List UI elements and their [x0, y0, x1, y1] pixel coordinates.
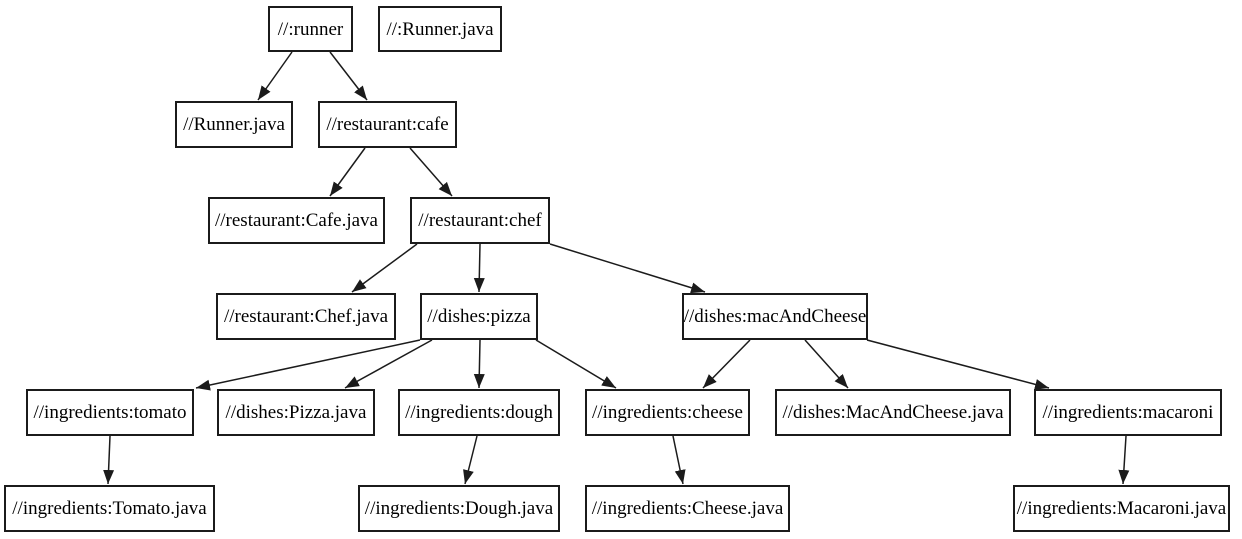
- edge-chef-to-mac-and-cheese: [549, 243, 706, 294]
- node-label: //:runner: [277, 18, 344, 40]
- edge-mac-and-cheese-to-macaroni: [866, 339, 1050, 390]
- edge-dough-to-dough-java: [463, 435, 478, 485]
- node-label: //dishes:macAndCheese: [683, 306, 867, 327]
- node-label: //ingredients:macaroni: [1042, 402, 1214, 423]
- node-tomato-java: //ingredients:Tomato.java: [4, 485, 215, 532]
- node-label: //restaurant:chef: [418, 210, 542, 231]
- node-mac-and-cheese: //dishes:macAndCheese: [682, 293, 868, 340]
- node-tomato: //ingredients:tomato: [26, 389, 194, 436]
- edge-chef-to-pizza: [473, 243, 485, 293]
- node-label: //dishes:MacAndCheese.java: [782, 402, 1004, 423]
- node-macaroni-java: //ingredients:Macaroni.java: [1013, 485, 1230, 532]
- node-label: //ingredients:cheese: [592, 402, 743, 423]
- node-label: //ingredients:Macaroni.java: [1016, 498, 1227, 519]
- node-label: //ingredients:Dough.java: [364, 498, 554, 519]
- edge-runner-to-cafe: [329, 51, 368, 101]
- edge-macaroni-to-macaroni-java: [1118, 435, 1130, 485]
- edge-mac-and-cheese-to-cheese: [702, 339, 751, 389]
- node-cheese-java: //ingredients:Cheese.java: [585, 485, 790, 532]
- node-dough-java: //ingredients:Dough.java: [358, 485, 560, 532]
- node-runner: //:runner: [268, 6, 353, 52]
- node-pizza-java: //dishes:Pizza.java: [217, 389, 375, 436]
- node-label: //ingredients:Tomato.java: [12, 498, 207, 519]
- node-mac-and-cheese-java: //dishes:MacAndCheese.java: [775, 389, 1011, 436]
- node-label: //restaurant:Cafe.java: [214, 210, 378, 231]
- node-label: //ingredients:Cheese.java: [591, 498, 784, 519]
- node-runner-java: //Runner.java: [175, 101, 293, 148]
- node-label: //:Runner.java: [386, 18, 494, 40]
- node-pizza: //dishes:pizza: [420, 293, 538, 340]
- edge-mac-and-cheese-to-mac-and-cheese-java: [804, 339, 849, 389]
- node-label: //dishes:Pizza.java: [225, 402, 367, 423]
- node-cheese: //ingredients:cheese: [585, 389, 750, 436]
- node-chef-java: //restaurant:Chef.java: [216, 293, 396, 340]
- edge-cafe-to-cafe-java: [329, 147, 366, 197]
- edge-chef-to-chef-java: [351, 243, 418, 293]
- node-label: //restaurant:Chef.java: [223, 306, 389, 327]
- edge-pizza-to-tomato: [195, 339, 421, 391]
- node-dough: //ingredients:dough: [398, 389, 560, 436]
- edge-pizza-to-dough: [473, 339, 485, 389]
- edge-runner-to-runner-java: [257, 51, 293, 101]
- edge-cafe-to-chef: [409, 147, 453, 197]
- node-cafe: //restaurant:cafe: [318, 101, 457, 148]
- node-label: //Runner.java: [183, 114, 285, 135]
- edge-pizza-to-cheese: [535, 339, 617, 389]
- node-runner-java-root: //:Runner.java: [378, 6, 502, 52]
- node-macaroni: //ingredients:macaroni: [1034, 389, 1222, 436]
- edge-cheese-to-cheese-java: [672, 435, 686, 485]
- node-cafe-java: //restaurant:Cafe.java: [208, 197, 385, 244]
- node-label: //dishes:pizza: [427, 306, 531, 327]
- edge-tomato-to-tomato-java: [103, 435, 115, 485]
- node-label: //ingredients:tomato: [33, 402, 187, 423]
- node-label: //restaurant:cafe: [326, 114, 449, 135]
- node-label: //ingredients:dough: [405, 402, 553, 423]
- node-chef: //restaurant:chef: [410, 197, 550, 244]
- edge-pizza-to-pizza-java: [344, 339, 433, 389]
